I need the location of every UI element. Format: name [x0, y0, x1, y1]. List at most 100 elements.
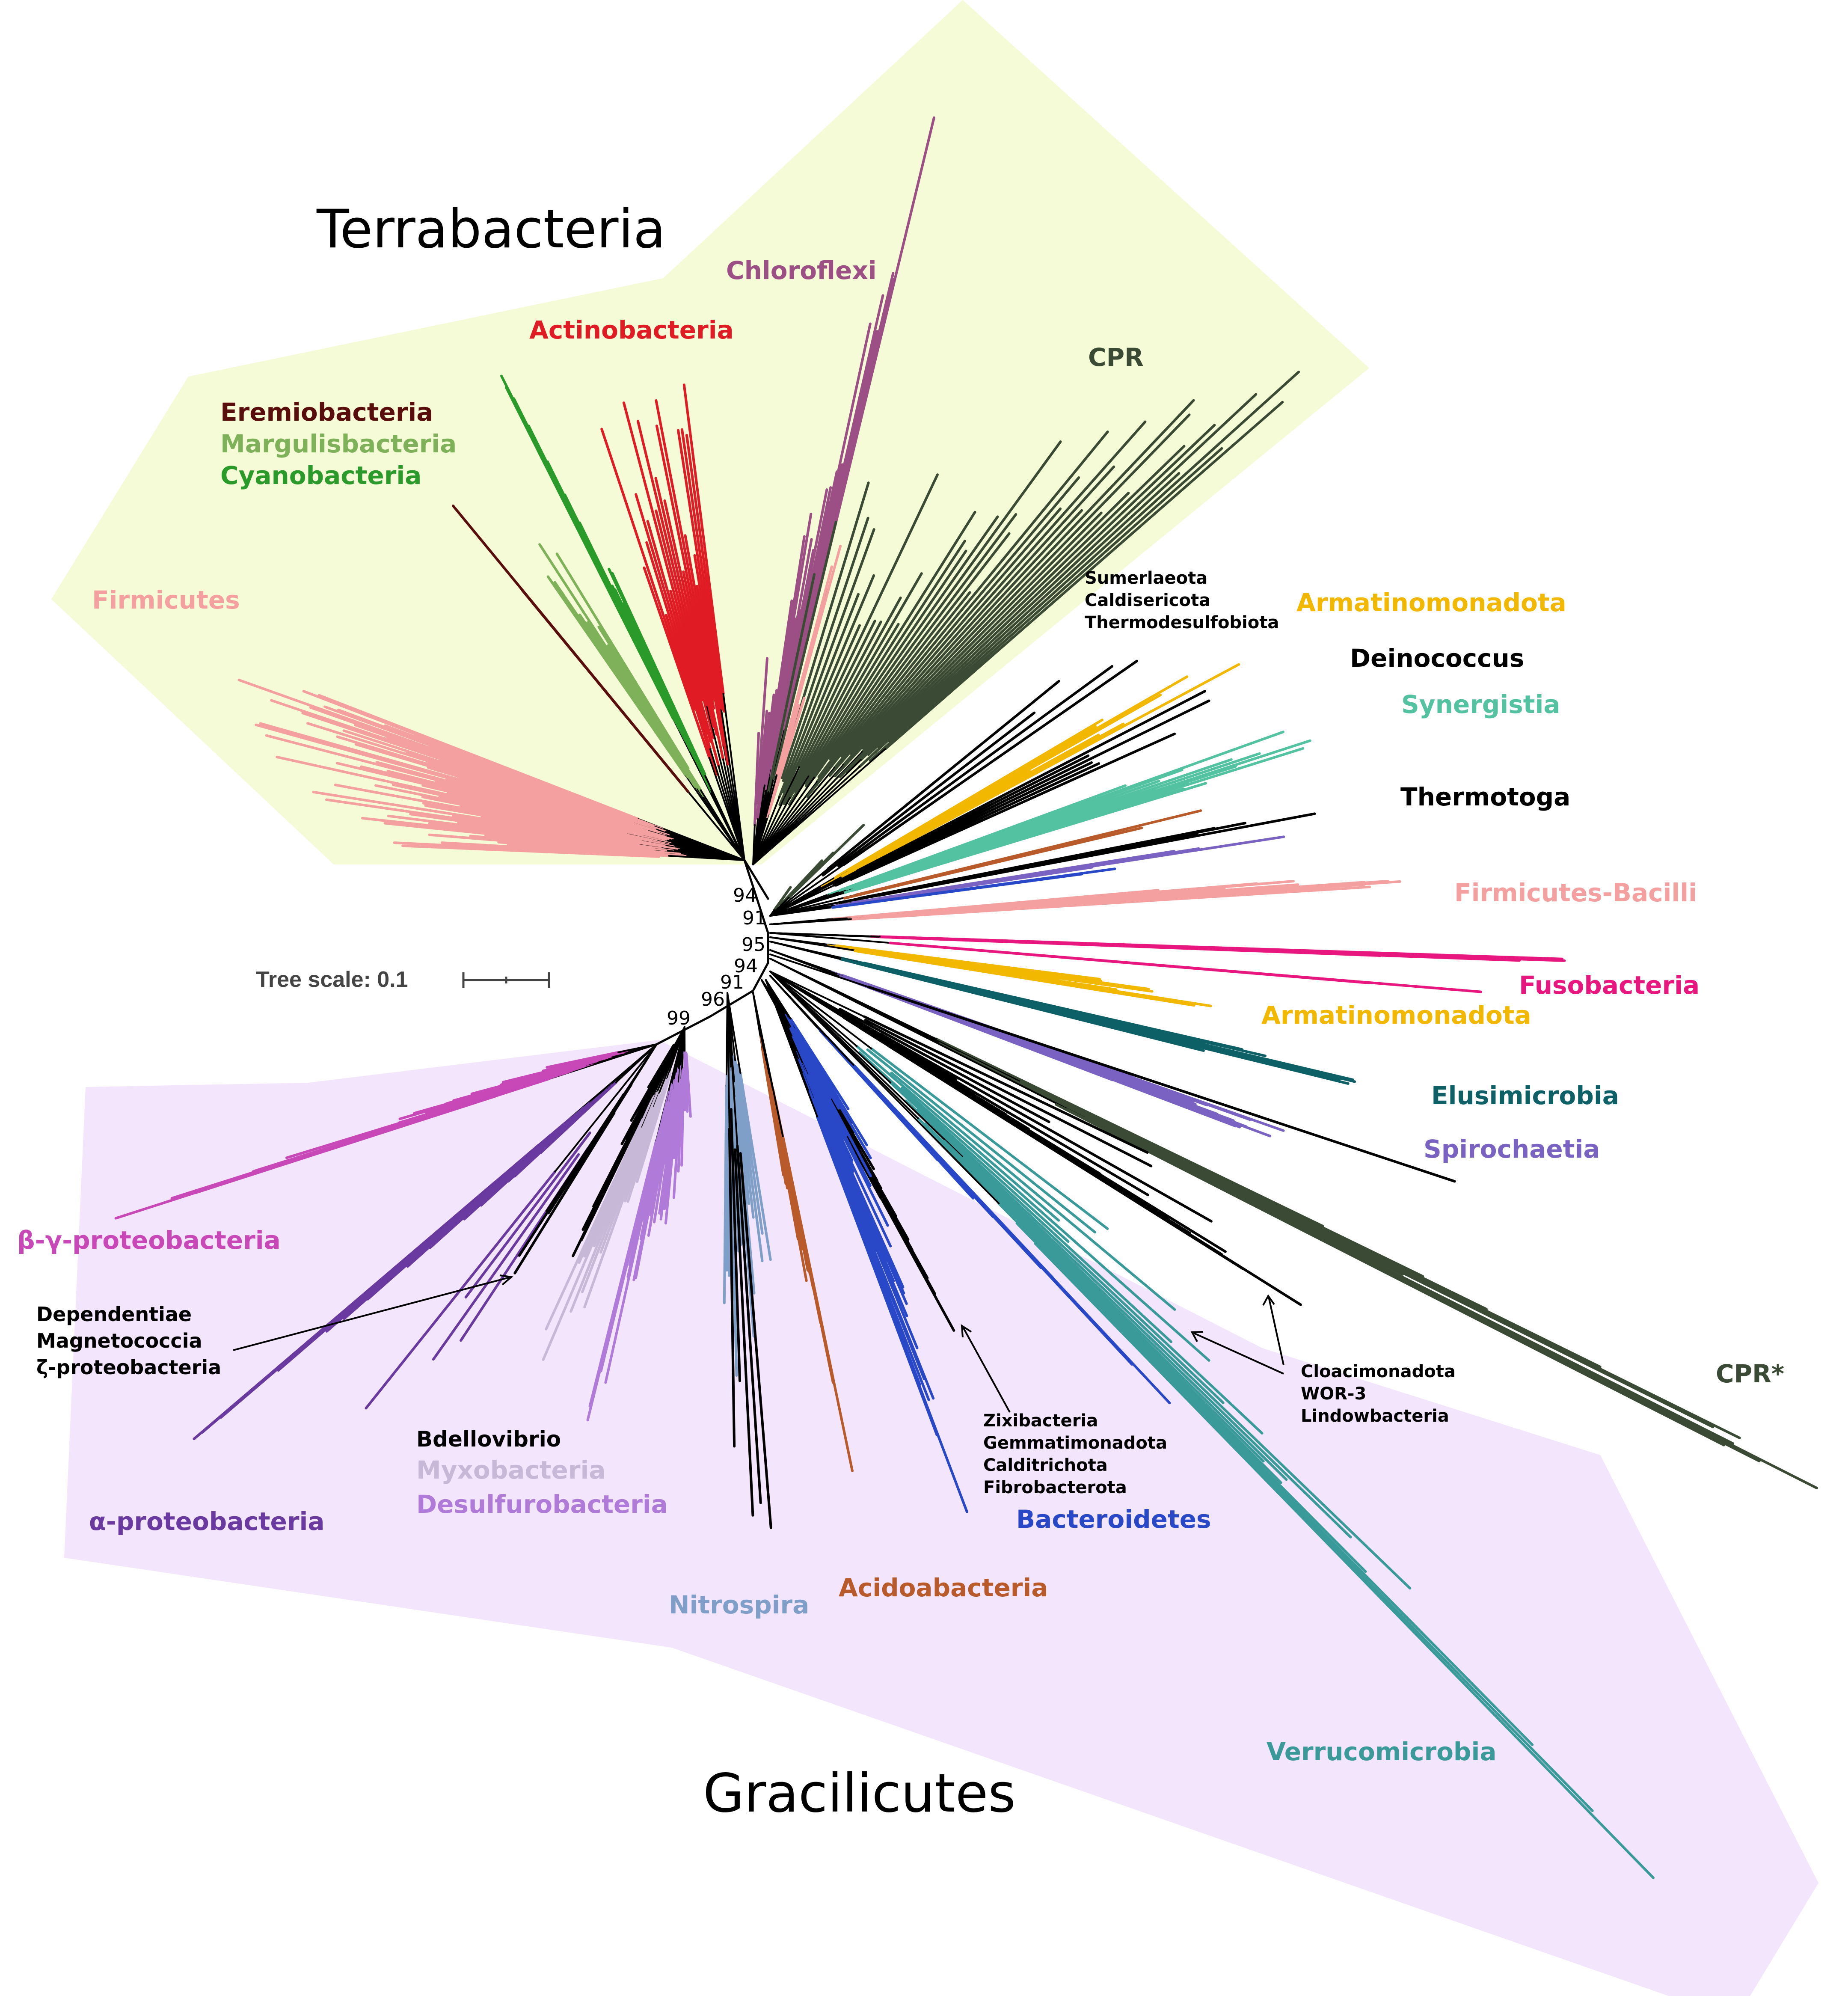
branch-stem — [769, 884, 836, 917]
clade-labels: Chloroflexi Actinobacteria CPR Eremiobac… — [17, 256, 1784, 1766]
label-eremiobacteria: Eremiobacteria — [220, 398, 433, 427]
branch-sumerlaeota — [827, 680, 1060, 870]
branch-bdellovibrio — [739, 1152, 772, 1529]
branch-actinobacteria — [663, 499, 718, 736]
branch-cpr — [834, 509, 1083, 778]
label-armatinomonadota-2: Armatinomonadota — [1261, 1001, 1531, 1030]
label-elusimicrobia: Elusimicrobia — [1431, 1081, 1619, 1110]
branch-cpr — [778, 624, 861, 806]
branch-cpr — [807, 511, 976, 778]
branch-actinobacteria — [655, 425, 715, 710]
branch-deinococcus — [834, 762, 1100, 887]
branch-bacteroidetes — [854, 1065, 1054, 1279]
branch-alpha — [539, 1081, 617, 1154]
label-alpha-proteobacteria: α-proteobacteria — [89, 1507, 325, 1536]
branch-desulfurobacteria — [685, 1052, 692, 1118]
label-verrucomicrobia: Verrucomicrobia — [1267, 1737, 1496, 1766]
branch-verrucomicrobia — [1034, 1242, 1655, 1879]
branch-backbone — [709, 989, 754, 1018]
tree-branches — [114, 116, 1818, 1879]
cloacimonadota-arrow-2 — [1193, 1332, 1284, 1375]
gracilicutes-title: Gracilicutes — [703, 1763, 1016, 1824]
branch-actinobacteria — [682, 383, 725, 695]
branch-backbone — [743, 859, 769, 900]
branch-stem — [752, 775, 810, 865]
branch-cpr — [817, 513, 1017, 778]
branch-stem — [752, 766, 800, 865]
branch-zixibacteria — [879, 1032, 1213, 1223]
label-arrows — [233, 1274, 1284, 1413]
label-line: Zixibacteria — [983, 1411, 1098, 1431]
branch-cpr — [840, 430, 1109, 758]
branch-deinococcus — [850, 732, 1176, 881]
branch-desulfurobacteria — [677, 1069, 684, 1173]
branch-actinobacteria — [643, 566, 711, 759]
label-line: Gemmatimonadota — [983, 1433, 1167, 1453]
label-cpr-star: CPR* — [1716, 1359, 1784, 1388]
terrabacteria-title: Terrabacteria — [316, 199, 666, 260]
branch-cpr — [858, 472, 1181, 768]
branch-stem — [630, 1043, 658, 1086]
branch-cpr — [833, 476, 1080, 769]
label-line: Calditrichota — [983, 1455, 1108, 1475]
branch-cpr — [783, 621, 882, 805]
branch-verrucomicrobia — [890, 1072, 1176, 1311]
branch-verrucomicrobia — [900, 1087, 1210, 1362]
cloacimonadota-arrowhead-1 — [1262, 1294, 1275, 1306]
bootstrap-value: 94 — [734, 955, 758, 977]
terrabacteria-region — [51, 0, 1369, 864]
branch-cpr — [877, 393, 1258, 748]
branch-verrucomicrobia — [961, 1155, 1412, 1590]
label-acidobacteria: Acidoabacteria — [839, 1573, 1048, 1602]
branch-elusimicrobia — [855, 962, 1205, 1052]
branch-cpr — [845, 492, 1130, 773]
branch-cpr — [782, 528, 875, 782]
branch-myxobacteria — [542, 1126, 644, 1361]
branch-bdellovibrio — [728, 1127, 736, 1448]
branch-cpr — [788, 623, 900, 806]
branch-thermotoga — [878, 812, 1316, 897]
branch-stem — [752, 774, 778, 865]
branch-cpr — [842, 465, 1115, 766]
branch-bdellovibrio — [730, 1108, 741, 1382]
branch-stem — [769, 932, 881, 938]
branch-stem — [769, 958, 1085, 1119]
branch-actinobacteria — [655, 509, 715, 740]
branch-deinococcus — [856, 690, 1206, 872]
branch-bdellovibrio — [736, 1144, 762, 1504]
label-bacteroidetes: Bacteroidetes — [1016, 1505, 1211, 1534]
branch-cpr — [798, 473, 939, 769]
label-line: Fibrobacterota — [983, 1478, 1127, 1497]
branch-cpr — [772, 520, 837, 780]
dependentiae-arrowhead — [499, 1274, 513, 1286]
branch-stem — [769, 864, 845, 917]
branch-cpr — [794, 572, 923, 793]
branch-firmicutes — [767, 697, 806, 816]
branch-stem — [769, 868, 829, 917]
branch-zixibacteria — [863, 1015, 1149, 1154]
branch-margulisbacteria — [555, 552, 690, 770]
branch-deinococcus — [833, 761, 1093, 887]
branch-cpr — [780, 517, 869, 779]
branch-cpr — [859, 445, 1186, 761]
branch-cpr — [869, 447, 1223, 762]
branch-stem — [554, 1043, 658, 1173]
branch-nitrospira — [736, 1063, 764, 1235]
label-line: ζ-proteobacteria — [36, 1356, 221, 1379]
branch-firmicutes-bacilli — [889, 885, 1371, 918]
branch-cpr — [884, 401, 1284, 750]
branch-firmicutes — [775, 565, 833, 777]
branch-desulfurobacteria — [680, 1067, 685, 1167]
branch-actinobacteria — [685, 434, 726, 713]
branch-verrucomicrobia — [866, 1048, 1097, 1234]
label-cpr: CPR — [1088, 343, 1144, 372]
branch-cpr — [816, 532, 1011, 783]
branch-actinobacteria — [684, 534, 725, 748]
branch-stem — [727, 992, 742, 1074]
branch-stem — [769, 906, 840, 917]
label-firmicutes-bacilli: Firmicutes-Bacilli — [1454, 878, 1697, 907]
branch-alpha — [432, 1153, 580, 1361]
branch-cpr — [806, 591, 971, 798]
branch-actinobacteria — [655, 399, 715, 701]
